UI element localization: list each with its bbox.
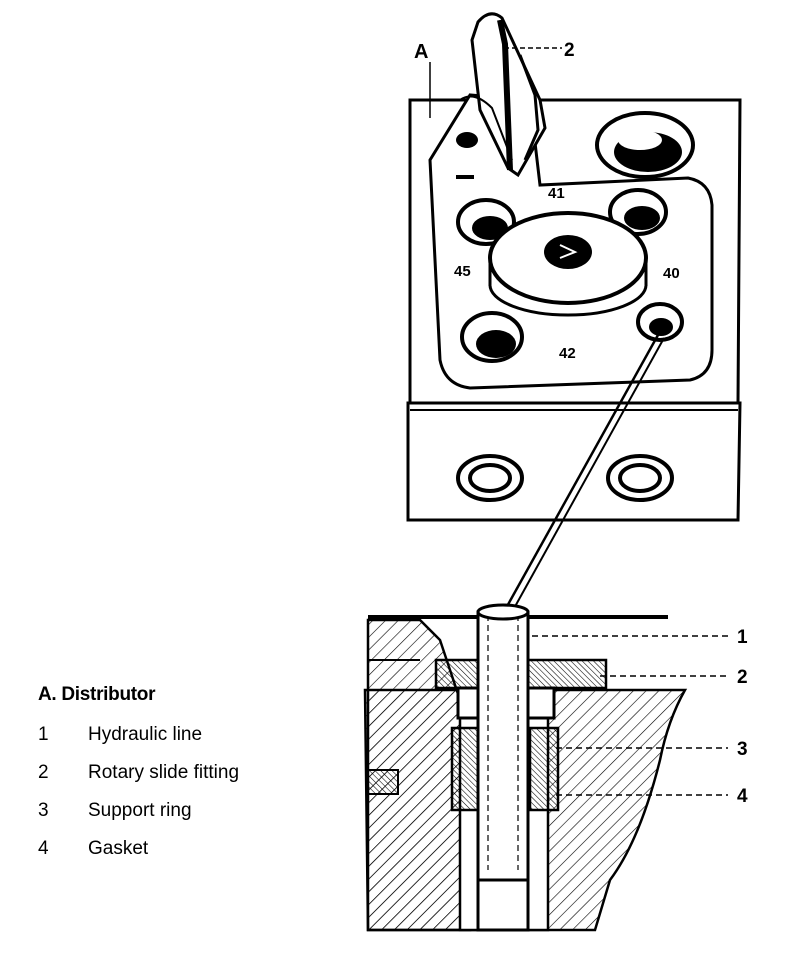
plate-port-br: [636, 302, 684, 342]
legend-item-number: 3: [38, 800, 49, 821]
rotary-slide-fitting-tab: [459, 12, 547, 178]
plate-port-bl: [460, 311, 524, 363]
legend-item-number: 2: [38, 762, 49, 783]
label-a: A: [414, 41, 428, 63]
callout-4: 4: [737, 786, 748, 807]
plate-port-tr: [608, 188, 668, 236]
legend-item-text: Support ring: [88, 800, 192, 821]
distributor-block: 41 45 40 42: [406, 12, 742, 522]
face-mark-top: 41: [548, 185, 565, 202]
front-port-left: [456, 454, 524, 502]
callout-3: 3: [737, 739, 748, 760]
legend-item-text: Rotary slide fitting: [88, 762, 240, 783]
hydraulic-line-leader: [503, 334, 660, 611]
callout-1: 1: [737, 627, 748, 648]
legend-title: A. Distributor: [38, 684, 156, 705]
cross-section: [363, 603, 688, 932]
legend-item-text: Gasket: [88, 838, 149, 859]
legend-item-text: Hydraulic line: [88, 724, 203, 745]
legend-item: 2 Rotary slide fitting: [38, 754, 239, 792]
legend-item-number: 4: [38, 838, 49, 859]
legend-item: 1 Hydraulic line: [38, 716, 239, 754]
callout-2: 2: [737, 667, 748, 688]
face-mark-bottom: 42: [559, 345, 576, 362]
legend-item-number: 1: [38, 724, 49, 745]
legend-item: 3 Support ring: [38, 792, 239, 830]
rotary-slide-disc: [488, 211, 648, 317]
legend-item: 4 Gasket: [38, 830, 239, 868]
face-mark-right: 40: [663, 265, 680, 282]
front-port-right: [606, 454, 674, 502]
callout-2-top: 2: [564, 40, 575, 61]
top-right-bore: [595, 111, 695, 179]
face-mark-left: 45: [454, 263, 471, 280]
legend: A. Distributor 1 Hydraulic line 2 Rotary…: [38, 684, 239, 868]
